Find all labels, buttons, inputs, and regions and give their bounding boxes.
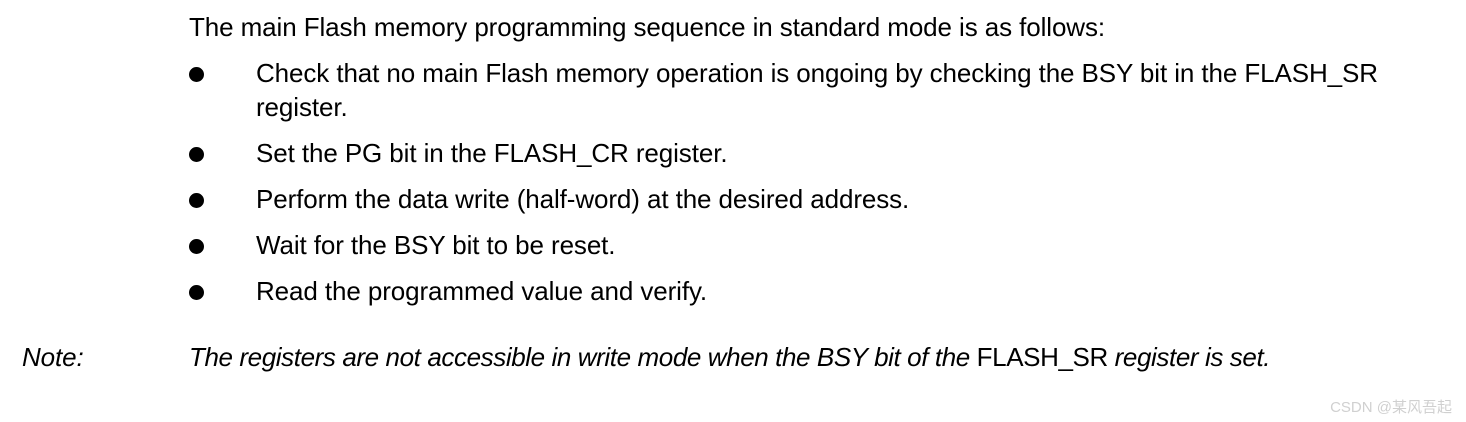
list-item-text: Set the PG bit in the FLASH_CR register. bbox=[256, 138, 728, 168]
note-text-before: The registers are not accessible in writ… bbox=[189, 342, 977, 372]
list-item-text: Perform the data write (half-word) at th… bbox=[256, 184, 910, 214]
bullet-point-icon bbox=[189, 67, 204, 82]
bullet-point-icon bbox=[189, 285, 204, 300]
intro-paragraph: The main Flash memory programming sequen… bbox=[189, 12, 1106, 42]
watermark: CSDN @某风吾起 bbox=[1330, 399, 1452, 416]
list-item: Wait for the BSY bit to be reset. bbox=[0, 228, 1466, 262]
bullet-point-icon bbox=[189, 147, 204, 162]
list-item: Perform the data write (half-word) at th… bbox=[0, 182, 1466, 216]
list-item: Read the programmed value and verify. bbox=[0, 274, 1466, 308]
bullet-point-icon bbox=[189, 239, 204, 254]
list-item-text: Wait for the BSY bit to be reset. bbox=[256, 230, 616, 260]
bullet-point-icon bbox=[189, 193, 204, 208]
note-label: Note: bbox=[22, 342, 84, 372]
note-register-name: FLASH_SR bbox=[976, 342, 1109, 372]
programming-sequence-list: Check that no main Flash memory operatio… bbox=[0, 56, 1466, 320]
note-body: The registers are not accessible in writ… bbox=[189, 340, 1461, 374]
list-item-text: Check that no main Flash memory operatio… bbox=[256, 58, 1378, 122]
list-item: Check that no main Flash memory operatio… bbox=[0, 56, 1466, 124]
note-text-after: register is set. bbox=[1107, 342, 1271, 372]
list-item: Set the PG bit in the FLASH_CR register. bbox=[0, 136, 1466, 170]
list-item-text: Read the programmed value and verify. bbox=[256, 276, 708, 306]
